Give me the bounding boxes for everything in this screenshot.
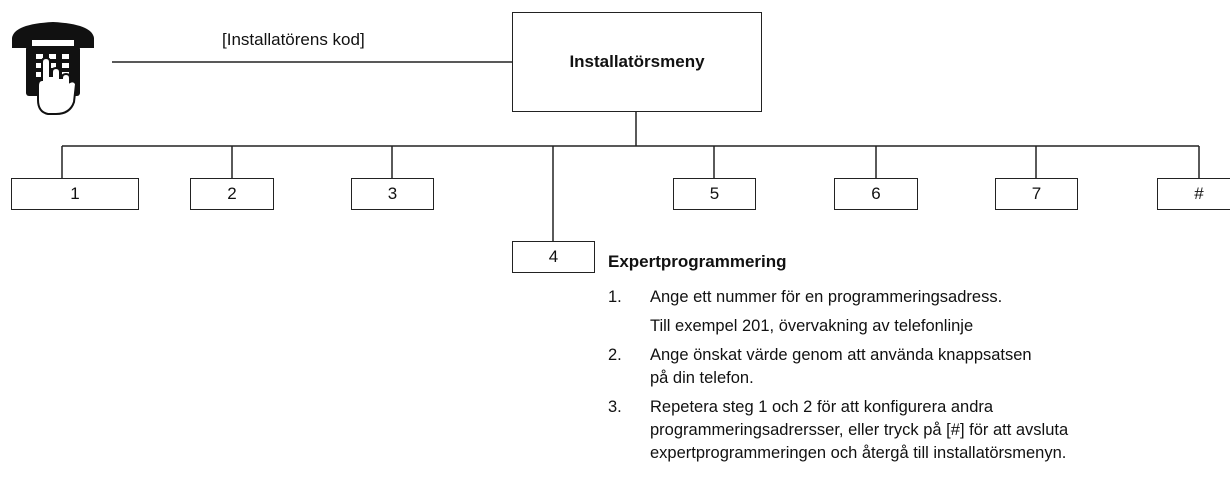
menu-option-1-label: 1 xyxy=(70,184,80,203)
installer-menu-label: Installatörsmeny xyxy=(569,52,705,71)
menu-option-hash-label: # xyxy=(1194,184,1204,203)
menu-option-7-label: 7 xyxy=(1031,184,1042,203)
step-line: Ange ett nummer för en programmeringsadr… xyxy=(650,288,1003,306)
menu-option-4[interactable]: 4 xyxy=(512,241,595,273)
step-line: Ange önskat värde genom att använda knap… xyxy=(650,346,1032,364)
menu-option-7[interactable]: 7 xyxy=(995,178,1078,210)
step-line: expertprogrammeringen och återgå till in… xyxy=(650,444,1067,462)
step-number: 1. xyxy=(608,288,622,306)
step-line: programmeringsadrersser, eller tryck på … xyxy=(650,421,1069,439)
menu-option-5-label: 5 xyxy=(709,184,720,203)
menu-option-2-label: 2 xyxy=(227,184,237,203)
step-2: 2. Ange önskat värde genom att använda k… xyxy=(608,344,1223,390)
step-number: 3. xyxy=(608,398,622,416)
step-1: 1. Ange ett nummer för en programmerings… xyxy=(608,286,1223,338)
menu-option-hash[interactable]: # xyxy=(1157,178,1230,210)
expert-programming-title: Expertprogrammering xyxy=(608,252,787,271)
menu-option-4-label: 4 xyxy=(548,247,559,266)
phone-keypad-hand-icon xyxy=(12,22,94,115)
menu-option-1[interactable]: 1 xyxy=(11,178,139,210)
menu-option-3[interactable]: 3 xyxy=(351,178,434,210)
step-number: 2. xyxy=(608,346,622,364)
installer-code-label: [Installatörens kod] xyxy=(222,30,365,49)
expert-steps-list: 1. Ange ett nummer för en programmerings… xyxy=(608,286,1223,465)
menu-option-6-label: 6 xyxy=(871,184,881,203)
step-3: 3. Repetera steg 1 och 2 för att konfigu… xyxy=(608,396,1223,465)
installer-menu-box[interactable]: Installatörsmeny xyxy=(512,12,762,112)
menu-option-2[interactable]: 2 xyxy=(190,178,274,210)
step-line: på din telefon. xyxy=(650,369,754,387)
step-line: Repetera steg 1 och 2 för att konfigurer… xyxy=(650,398,994,416)
step-line: Till exempel 201, övervakning av telefon… xyxy=(650,317,974,335)
menu-option-3-label: 3 xyxy=(387,184,398,203)
menu-option-6[interactable]: 6 xyxy=(834,178,918,210)
menu-option-5[interactable]: 5 xyxy=(673,178,756,210)
